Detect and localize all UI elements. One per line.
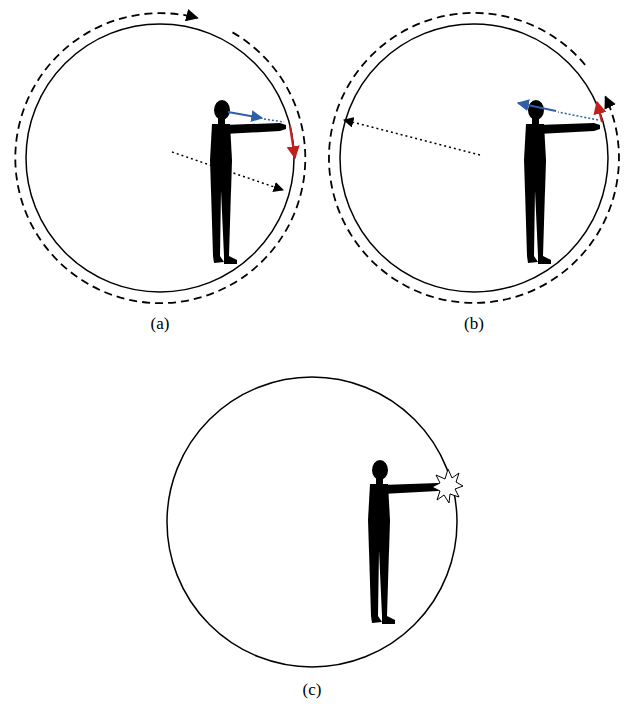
panel-label: (b) xyxy=(464,314,484,334)
panel-b xyxy=(329,13,619,303)
panel-a xyxy=(15,13,305,303)
panel-label: (c) xyxy=(303,680,322,700)
panel-label: (a) xyxy=(151,314,170,334)
panel-c xyxy=(167,377,463,667)
